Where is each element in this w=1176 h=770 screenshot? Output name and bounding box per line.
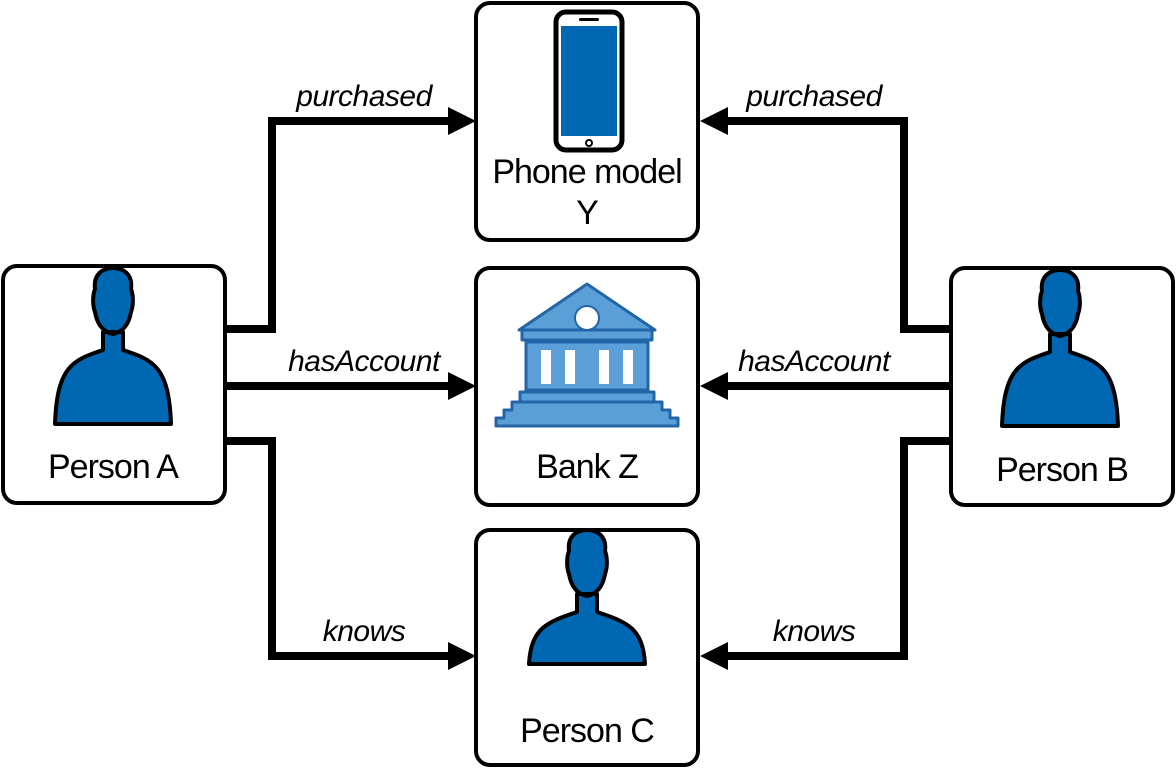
arrowhead-b-purchased [700, 107, 728, 135]
arrowhead-a-knows [448, 642, 476, 670]
edge-label-b-knows: knows [773, 615, 856, 648]
node-person-a: Person A [1, 264, 227, 505]
node-person-b: Person B [949, 266, 1175, 507]
node-label-phone-line2: Y [576, 194, 598, 232]
person-icon [527, 528, 647, 666]
edge-a-knows-line [226, 437, 452, 660]
arrowheads [448, 107, 728, 670]
edge-label-b-purchased: purchased [745, 80, 883, 113]
node-label-person-c: Person C [520, 712, 654, 750]
node-phone-model-y: Phone model Y [474, 1, 700, 242]
edge-b-knows-line [724, 437, 952, 660]
arrowhead-b-knows [700, 642, 728, 670]
edge-label-a-has-account: hasAccount [288, 345, 442, 378]
arrowhead-a-purchased [448, 107, 476, 135]
person-icon [1000, 268, 1120, 428]
edge-label-a-knows: knows [323, 615, 406, 648]
node-person-c: Person C [474, 528, 700, 767]
node-label-person-b: Person B [996, 451, 1128, 489]
edge-label-a-purchased: purchased [295, 80, 433, 113]
person-icon [53, 266, 173, 426]
arrowhead-b-has-account [700, 372, 728, 400]
edge-labels: purchased purchased hasAccount hasAccoun… [288, 80, 892, 648]
arrowhead-a-has-account [448, 372, 476, 400]
edge-a-purchased-line [226, 117, 452, 333]
edge-b-purchased-line [724, 117, 952, 333]
smartphone-icon [553, 9, 625, 153]
bank-emblem [574, 305, 600, 331]
node-label-bank: Bank Z [536, 448, 638, 486]
edge-label-b-has-account: hasAccount [738, 345, 892, 378]
node-bank-z: Bank Z [474, 266, 700, 507]
node-label-person-a: Person A [48, 448, 179, 486]
bank-columns [541, 350, 633, 384]
node-label-phone-line1: Phone model [492, 153, 681, 191]
edges [226, 117, 952, 660]
